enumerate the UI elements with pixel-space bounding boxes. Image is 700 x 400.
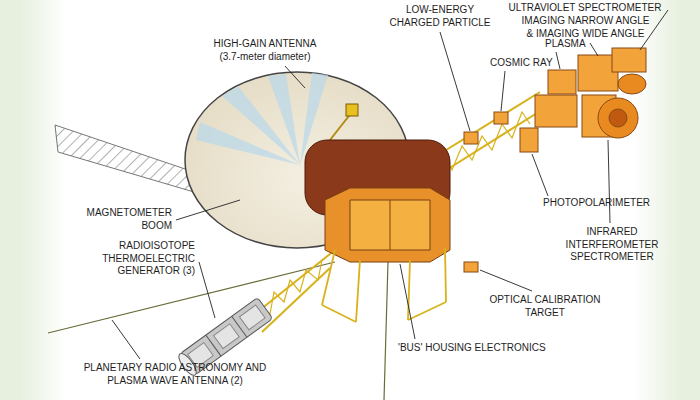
leg <box>322 250 335 305</box>
subreflector <box>346 104 358 116</box>
camera-lens <box>618 74 646 94</box>
part-label: IMAGING NARROW ANGLE & IMAGING WIDE ANGL… <box>518 15 653 40</box>
leader-line <box>480 270 532 291</box>
bus-panel-line <box>390 200 391 250</box>
leg <box>356 260 360 322</box>
lecp-instrument <box>464 132 478 144</box>
plasma-instrument <box>548 70 576 94</box>
part-label: PLASMA <box>545 38 615 51</box>
leader-line <box>440 32 470 131</box>
part-label: RADIOISOTOPE THERMOELECTRIC GENERATOR (3… <box>85 240 195 278</box>
iris-telescope <box>598 98 638 138</box>
leader-lines <box>112 10 668 359</box>
truss-bracing <box>260 260 322 314</box>
leader-line <box>556 52 560 69</box>
leader-line <box>176 200 240 220</box>
bus-face <box>350 200 430 250</box>
photopolarimeter <box>520 128 538 152</box>
dish-ray <box>268 74 300 165</box>
leader-line <box>501 71 505 111</box>
leader-line <box>112 320 140 359</box>
part-label: COSMIC RAY <box>490 57 580 70</box>
truss-bracing <box>445 112 530 170</box>
leader-line <box>608 140 610 223</box>
part-label: 'BUS' HOUSING ELECTRONICS <box>398 342 588 355</box>
part-label: PHOTOPOLARIMETER <box>543 197 673 210</box>
dish-ray <box>196 122 300 165</box>
part-label: PLANETARY RADIO ASTRONOMY AND PLASMA WAV… <box>75 362 275 387</box>
leader-line <box>285 66 305 88</box>
antenna-wire <box>384 262 388 400</box>
uv-spectrometer <box>612 48 646 72</box>
part-label: HIGH-GAIN ANTENNA (3.7-meter diameter) <box>210 38 320 63</box>
part-label: ULTRAVIOLET SPECTROMETER <box>505 2 665 15</box>
leader-line <box>532 154 548 196</box>
leader-line <box>199 262 215 318</box>
leader-line <box>400 264 415 339</box>
leg-brace <box>408 302 446 320</box>
truss-strut <box>440 108 545 174</box>
leader-line <box>590 43 598 56</box>
platform-block <box>535 95 577 127</box>
calibration-target <box>464 262 478 272</box>
rtg-fins <box>239 305 265 330</box>
rtg-fins <box>214 324 240 349</box>
part-label: MAGNETOMETER BOOM <box>72 207 172 232</box>
part-label: OPTICAL CALIBRATION TARGET <box>485 294 605 319</box>
leg-brace <box>322 305 356 322</box>
cosmic-ray-instrument <box>494 112 508 124</box>
part-label: LOW-ENERGY CHARGED PARTICLE <box>385 4 495 29</box>
iris-aperture <box>609 109 627 127</box>
bus-housing <box>325 188 450 262</box>
leg <box>445 248 446 302</box>
bus-legs <box>322 248 446 322</box>
part-label: INFRARED INTERFEROMETER SPECTROMETER <box>562 226 662 264</box>
white-panel <box>20 0 680 400</box>
